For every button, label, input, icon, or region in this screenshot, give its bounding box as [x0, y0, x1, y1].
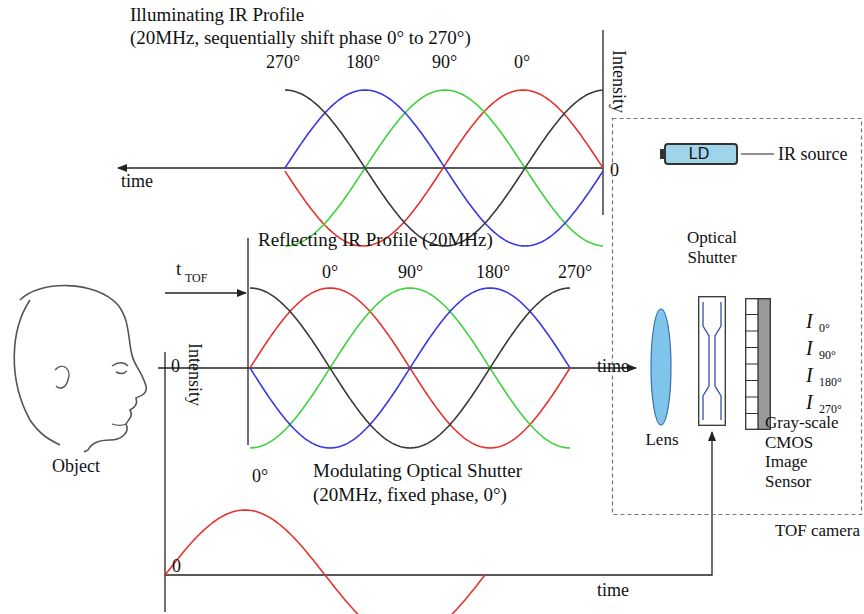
node-outline — [698, 296, 726, 426]
text-label: time — [597, 580, 629, 601]
text-label: 270° — [266, 52, 300, 73]
node-label: Lens — [640, 430, 684, 450]
text-label: 270° — [558, 262, 592, 283]
text-label: I — [806, 391, 813, 414]
node-label: LD — [660, 144, 738, 164]
text-label: I — [806, 364, 813, 387]
wave-curve — [165, 510, 485, 614]
text-label: (20MHz, sequentially shift phase 0° to 2… — [130, 27, 471, 49]
text-label: 0° — [252, 466, 268, 487]
tof-arrow — [165, 292, 246, 293]
camera-housing: TOF cameraLDLensOptical ShutterGray-scal… — [612, 118, 862, 515]
lens: Lens — [650, 308, 672, 426]
text-label: 0 — [172, 556, 181, 577]
text-label: Modulating Optical Shutter — [313, 460, 522, 482]
text-label: 90° — [432, 52, 457, 73]
wave-curve — [250, 288, 570, 448]
text-label: Intensity — [184, 343, 205, 406]
text-label: Reflecting IR Profile (20MHz) — [258, 229, 493, 251]
text-label: IR source — [778, 144, 847, 165]
optical-shutter: Optical Shutter — [698, 296, 726, 426]
text-label: Illuminating IR Profile — [130, 4, 304, 26]
text-label: time — [121, 171, 153, 192]
text-label: 180° — [476, 262, 510, 283]
shutter-drive-arrow — [165, 432, 712, 575]
head-profile — [20, 286, 146, 452]
wave-curve — [285, 90, 603, 246]
text-label: (20MHz, fixed phase, 0°) — [313, 484, 507, 506]
text-label: 0° — [514, 52, 530, 73]
wave-curve — [285, 90, 603, 246]
text-label: 180° — [819, 376, 842, 390]
eye — [112, 363, 128, 373]
text-label: Object — [52, 456, 100, 477]
text-label: 0 — [610, 160, 619, 181]
time-axis — [118, 167, 603, 168]
wave-curve — [250, 288, 570, 448]
wave-curve — [250, 288, 570, 448]
text-label: 0 — [171, 356, 180, 377]
tof-label: TOF — [185, 272, 207, 286]
node-outline — [612, 118, 862, 515]
intensity-axis — [247, 238, 248, 445]
node-label: Gray-scale CMOS Image Sensor — [765, 413, 857, 491]
wave-curve — [285, 90, 603, 246]
node-outline — [650, 308, 672, 426]
time-axis — [158, 367, 636, 368]
text-label: time — [597, 356, 629, 377]
node-label: Optical Shutter — [672, 228, 752, 267]
text-label: 0° — [322, 262, 338, 283]
head-back — [14, 300, 60, 445]
text-label: I — [806, 310, 813, 333]
wave-curve — [250, 288, 570, 448]
ear — [55, 366, 69, 388]
wave-curve — [285, 90, 603, 246]
text-label: 180° — [346, 52, 380, 73]
laser-diode: LD — [660, 143, 738, 165]
text-label: 0° — [819, 322, 830, 336]
leader-line — [741, 153, 774, 154]
text-label: Intensity — [608, 50, 629, 113]
tof-label: t — [176, 258, 181, 280]
node-label: TOF camera — [775, 521, 860, 541]
text-label: 90° — [398, 262, 423, 283]
node-outline — [745, 298, 771, 430]
intensity-axis — [164, 352, 165, 612]
image-sensor: Gray-scale CMOS Image Sensor — [745, 298, 771, 430]
text-label: I — [806, 337, 813, 360]
mouth — [112, 424, 126, 426]
text-label: 90° — [819, 349, 836, 363]
intensity-axis — [602, 30, 603, 215]
